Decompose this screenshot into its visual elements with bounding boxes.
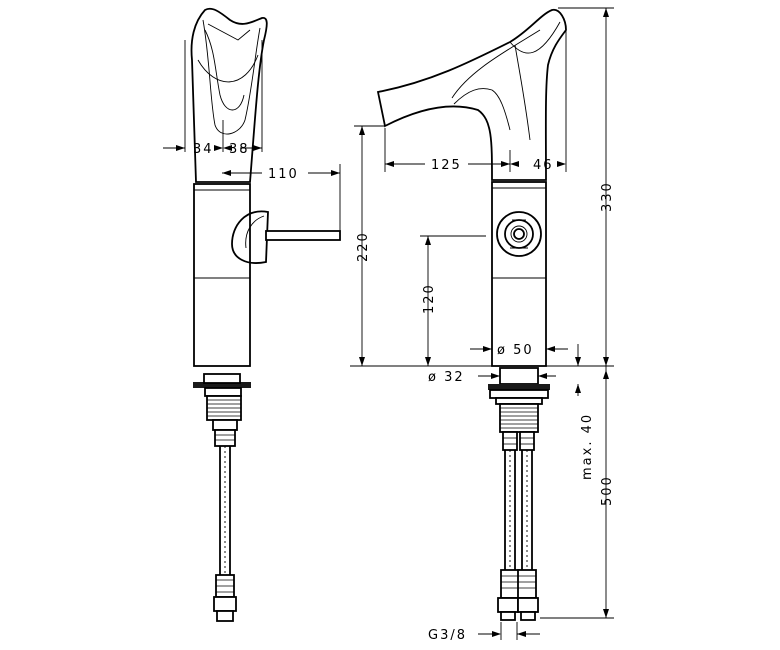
dim-connection-thread: G3/8 <box>428 628 467 643</box>
dim-handle-reach: 110 <box>268 167 299 182</box>
front-view-spout <box>376 8 567 181</box>
front-view-shank-thread <box>500 407 538 429</box>
dim-spout-width-left: 34 <box>193 142 214 157</box>
side-view-hose <box>219 446 231 575</box>
dim-total-height: 330 <box>600 181 615 212</box>
side-view-faucet <box>190 7 341 622</box>
dim-spout-tip-width: 46 <box>533 158 554 173</box>
side-view-handle-cap <box>231 210 269 264</box>
side-view-shank-thread <box>207 399 241 417</box>
front-view-dimensions: 330 220 125 46 120 ø 50 <box>350 7 615 643</box>
dim-max-deck-thickness: max. 40 <box>580 413 595 480</box>
dim-body-height: 220 <box>356 231 371 262</box>
dim-shank-diameter: ø 32 <box>428 370 465 385</box>
side-view-lever <box>265 230 341 241</box>
side-view-spout <box>190 7 268 183</box>
side-view-body <box>193 183 251 367</box>
dim-body-diameter: ø 50 <box>497 343 534 358</box>
front-view-handle-knob <box>496 211 542 257</box>
side-view-dimensions: 34 38 110 <box>163 40 341 236</box>
dim-hose-length: 500 <box>600 475 615 506</box>
front-view-body <box>491 181 547 367</box>
front-view-faucet <box>376 8 567 621</box>
dim-handle-center-height: 120 <box>422 283 437 314</box>
dim-spout-width-right: 38 <box>229 142 250 157</box>
front-view-hoses <box>504 450 533 570</box>
dim-spout-projection: 125 <box>431 158 462 173</box>
